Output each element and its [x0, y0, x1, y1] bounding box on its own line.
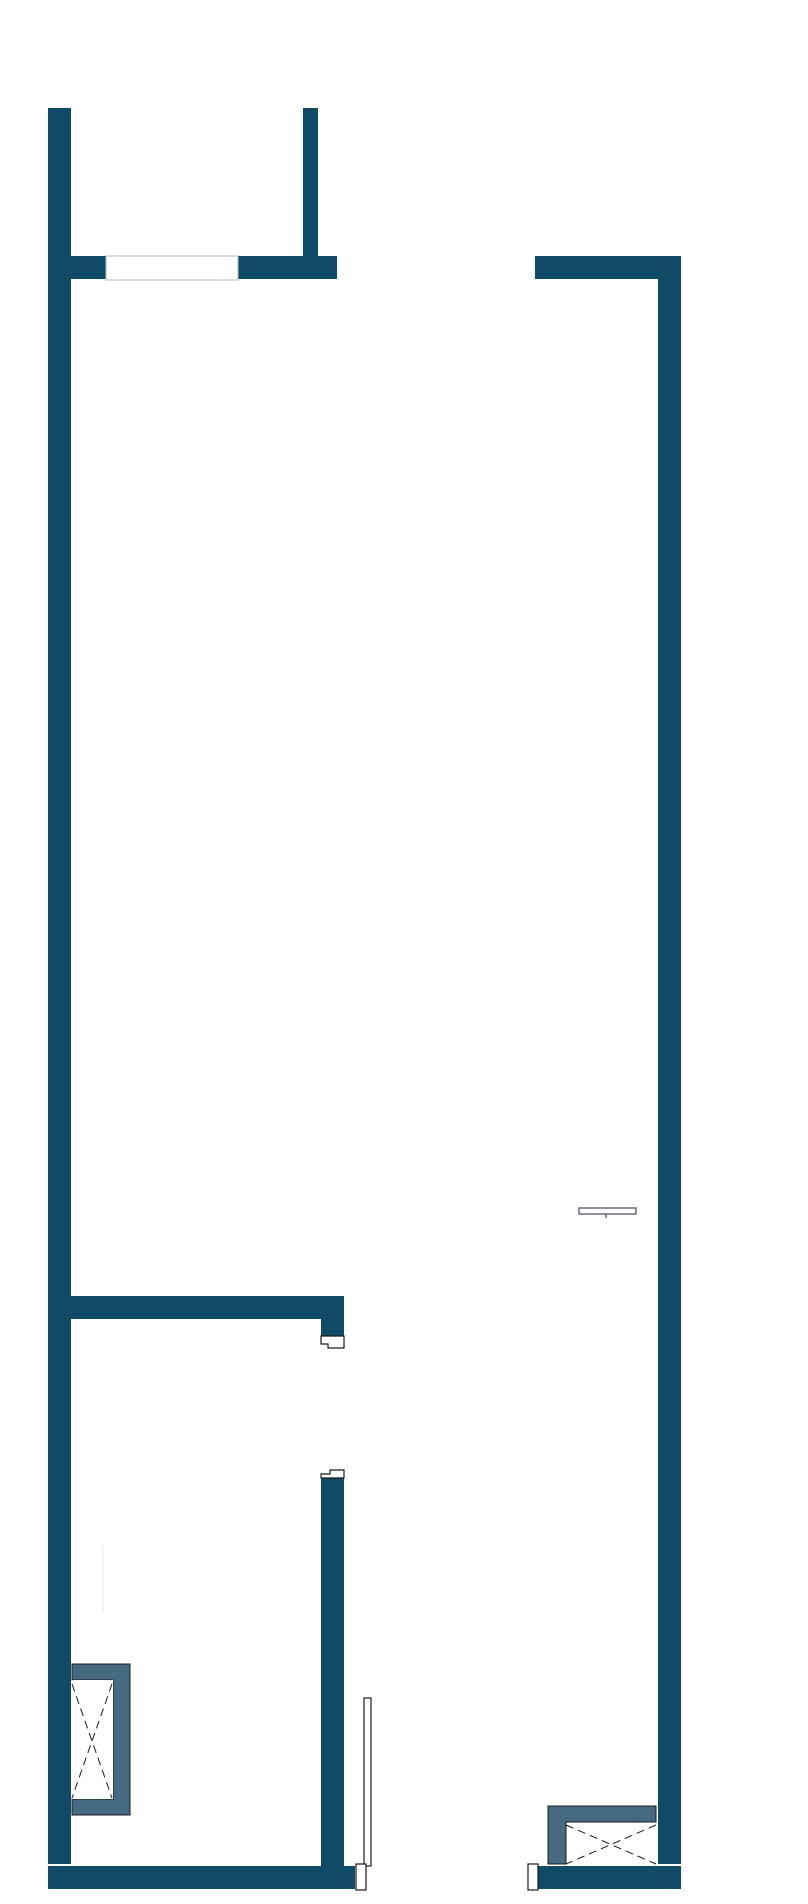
exterior-walls — [48, 108, 681, 1889]
bathroom-right-partition-upper — [321, 1296, 344, 1336]
storage-closet-left — [71, 1663, 131, 1816]
right-exterior-wall — [658, 256, 681, 1864]
bottom-right-wall-segment — [537, 1866, 681, 1889]
bathroom-top-partition — [60, 1296, 344, 1319]
closet-cross-a — [71, 1683, 113, 1799]
lower-door-jamb — [320, 1469, 345, 1479]
bathroom-door-opening — [320, 1335, 345, 1479]
top-balcony-post — [303, 108, 318, 260]
top-right-wall-segment — [535, 256, 681, 279]
sliding-door-post-right — [527, 1863, 539, 1891]
shaft-frame — [547, 1805, 657, 1865]
sliding-door-post-left — [355, 1863, 367, 1891]
shaft-block-right — [547, 1805, 657, 1865]
shaft-cross-a — [565, 1824, 657, 1865]
bathroom-right-partition-lower — [321, 1478, 344, 1866]
shaft-cross-b — [565, 1824, 657, 1865]
sliding-door — [355, 1697, 539, 1891]
interior-partitions — [60, 1296, 344, 1866]
left-exterior-wall — [48, 108, 71, 1864]
upper-door-jamb — [320, 1335, 345, 1349]
closet-cross-b — [71, 1683, 113, 1799]
top-window-opening — [105, 255, 239, 281]
bottom-left-wall-segment — [48, 1866, 355, 1889]
wall-fixture-bar — [578, 1207, 637, 1215]
wall-fixture — [578, 1207, 637, 1218]
sliding-door-panel — [363, 1697, 372, 1867]
